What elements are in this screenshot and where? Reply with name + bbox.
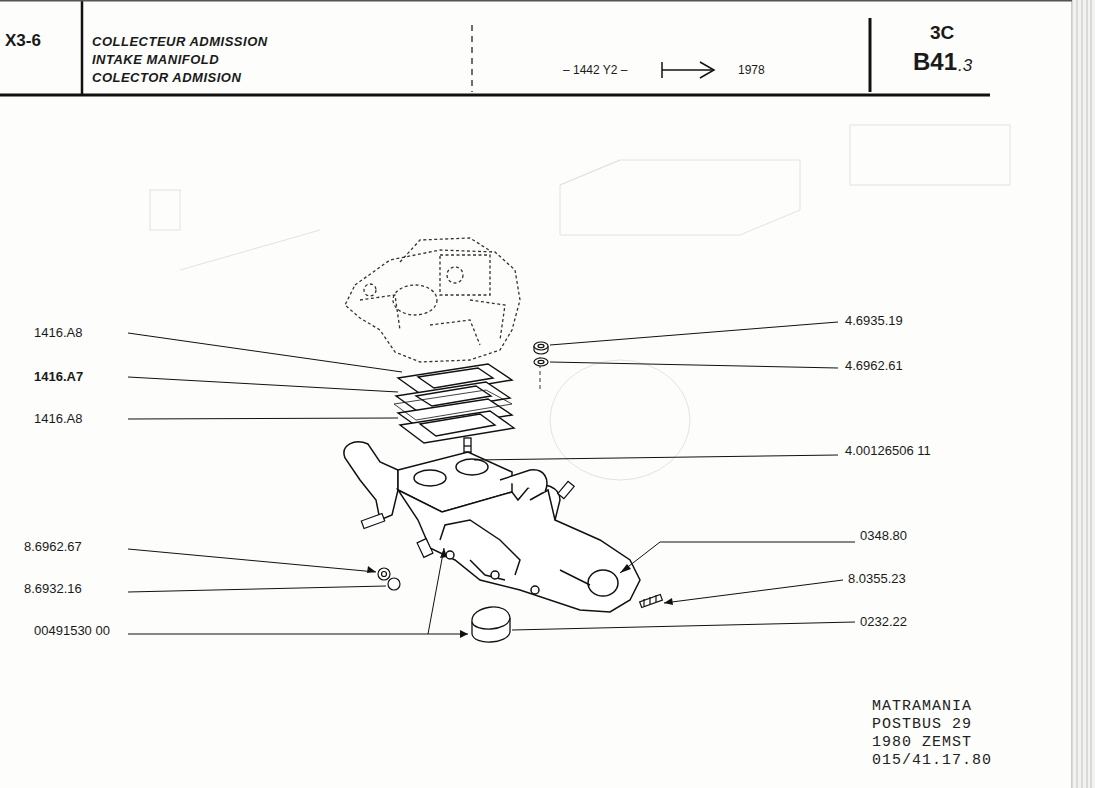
title-line: INTAKE MANIFOLD <box>92 52 219 68</box>
callout-number: 1416.A8 <box>34 325 82 341</box>
dealer-stamp: MATRAMANIA <box>872 698 972 716</box>
callout-number: 0232.22 <box>860 614 907 630</box>
callout-number: 8.6932.16 <box>24 581 82 597</box>
dealer-stamp: POSTBUS 29 <box>872 716 972 734</box>
callout-number: 00491530 00 <box>34 623 110 639</box>
group-code: X3-6 <box>5 33 41 49</box>
page-suffix: .3 <box>958 56 972 76</box>
page-number: B41 <box>913 48 957 76</box>
page-title: COLLECTEUR ADMISSION <box>92 34 268 50</box>
callout-number: 8.0355.23 <box>848 571 906 587</box>
callout-number: 4.6935.19 <box>845 313 903 329</box>
model-year: 1978 <box>738 62 765 78</box>
dealer-stamp: 015/41.17.80 <box>872 752 992 770</box>
callout-number: 0348.80 <box>860 528 907 544</box>
dealer-stamp: 1980 ZEMST <box>872 734 972 752</box>
callout-number: 1416.A8 <box>34 411 82 427</box>
callout-number: 4.00126506 11 <box>845 443 931 459</box>
model-code: – 1442 Y2 – <box>563 62 628 78</box>
section-code: 3C <box>930 22 954 44</box>
title-line: COLECTOR ADMISION <box>92 70 241 86</box>
callout-number: 4.6962.61 <box>845 358 903 374</box>
callout-number: 1416.A7 <box>34 369 83 385</box>
callout-number: 8.6962.67 <box>24 539 82 555</box>
